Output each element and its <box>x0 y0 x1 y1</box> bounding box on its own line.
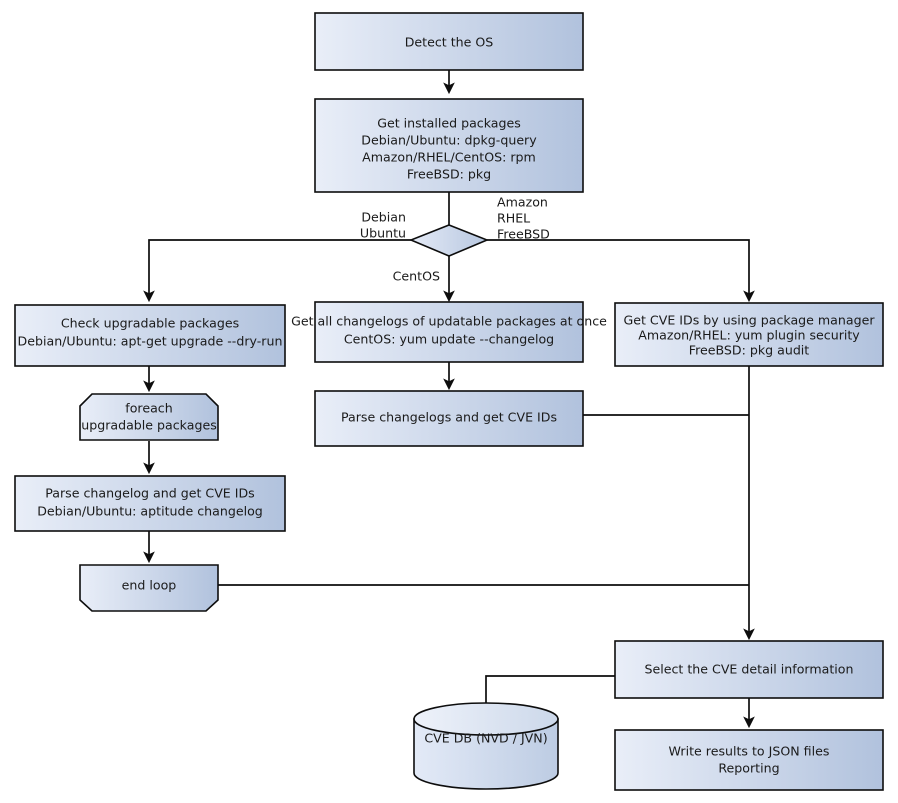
node-get-installed-packages-line-1: Get installed packages <box>377 116 521 131</box>
node-select-cve-detail-box <box>614 640 884 699</box>
node-get-cve-ids-pkgmgr-line-1: Get CVE IDs by using package manager <box>623 313 875 328</box>
node-foreach-loop-start-line-2: upgradable packages <box>81 418 217 433</box>
node-end-loop-shape <box>79 564 219 612</box>
node-os-decision-diamond <box>408 224 490 257</box>
node-get-installed-packages-line-3: Amazon/RHEL/CentOS: rpm <box>362 150 536 165</box>
node-get-cve-ids-pkgmgr-line-2: Amazon/RHEL: yum plugin security <box>638 328 860 343</box>
node-end-loop-line-1: end loop <box>122 578 177 593</box>
node-check-upgradable-line-2: Debian/Ubuntu: apt-get upgrade --dry-run <box>18 334 283 349</box>
node-foreach-loop-start-line-1: foreach <box>125 401 172 416</box>
node-get-installed-packages-box <box>314 98 584 193</box>
node-write-results-box <box>614 729 884 791</box>
connector-decision-to-check-upgradable <box>143 239 411 303</box>
connector-cvedb-to-select-cve <box>485 675 616 709</box>
node-check-upgradable-line-1: Check upgradable packages <box>61 316 239 331</box>
edge-label-centos: CentOS <box>393 269 440 284</box>
node-parse-changelog-cve-line-1: Parse changelog and get CVE IDs <box>45 486 255 501</box>
node-detect-os-box <box>314 12 584 71</box>
node-detect-os-line-1: Detect the OS <box>405 35 494 50</box>
node-get-installed-packages-line-4: FreeBSD: pkg <box>407 167 491 182</box>
node-get-all-changelogs-line-2: CentOS: yum update --changelog <box>344 332 554 347</box>
node-select-cve-detail-line-1: Select the CVE detail information <box>645 662 854 677</box>
connector-decision-to-get-cve-ids <box>487 239 755 303</box>
node-end-loop[interactable]: end loop <box>79 564 219 612</box>
node-foreach-loop-start-shape <box>79 393 219 441</box>
node-get-all-changelogs-box <box>314 301 584 363</box>
node-cve-database[interactable]: CVE DB (NVD / JVN) <box>413 702 559 790</box>
node-parse-changelog-cve-line-2: Debian/Ubuntu: aptitude changelog <box>37 504 263 519</box>
node-write-results-line-1: Write results to JSON files <box>669 744 830 759</box>
node-write-results[interactable]: Write results to JSON files Reporting <box>614 729 884 791</box>
node-parse-changelog-cve[interactable]: Parse changelog and get CVE IDs Debian/U… <box>14 475 286 532</box>
node-write-results-line-2: Reporting <box>718 761 779 776</box>
node-parse-changelogs-cve-box <box>314 390 584 447</box>
node-get-installed-packages[interactable]: Get installed packages Debian/Ubuntu: dp… <box>314 98 584 193</box>
node-get-cve-ids-pkgmgr-line-3: FreeBSD: pkg audit <box>689 343 810 358</box>
edge-label-freebsd: FreeBSD <box>497 227 550 242</box>
node-get-all-changelogs[interactable]: Get all changelogs of updatable packages… <box>291 301 607 363</box>
node-parse-changelogs-cve[interactable]: Parse changelogs and get CVE IDs <box>314 390 584 447</box>
edge-label-rhel: RHEL <box>497 211 530 226</box>
node-get-cve-ids-pkgmgr-box <box>614 302 884 367</box>
node-get-cve-ids-pkgmgr[interactable]: Get CVE IDs by using package manager Ama… <box>614 302 884 367</box>
node-detect-os[interactable]: Detect the OS <box>314 12 584 71</box>
node-check-upgradable[interactable]: Check upgradable packages Debian/Ubuntu:… <box>14 304 286 367</box>
node-cve-database-top <box>413 702 559 736</box>
node-check-upgradable-box <box>14 304 286 367</box>
node-cve-database-label: CVE DB (NVD / JVN) <box>424 731 547 746</box>
edge-label-ubuntu: Ubuntu <box>360 226 406 241</box>
node-get-installed-packages-line-2: Debian/Ubuntu: dpkg-query <box>361 133 537 148</box>
node-get-all-changelogs-line-1: Get all changelogs of updatable packages… <box>291 314 607 329</box>
node-foreach-loop-start[interactable]: foreach upgradable packages <box>79 393 219 441</box>
node-select-cve-detail[interactable]: Select the CVE detail information <box>614 640 884 699</box>
node-parse-changelogs-cve-line-1: Parse changelogs and get CVE IDs <box>341 410 557 425</box>
edge-label-debian: Debian <box>361 210 406 225</box>
node-parse-changelog-cve-box <box>14 475 286 532</box>
node-cve-database-body <box>413 718 559 790</box>
node-os-decision[interactable] <box>408 224 490 257</box>
edge-label-amazon: Amazon <box>497 195 548 210</box>
